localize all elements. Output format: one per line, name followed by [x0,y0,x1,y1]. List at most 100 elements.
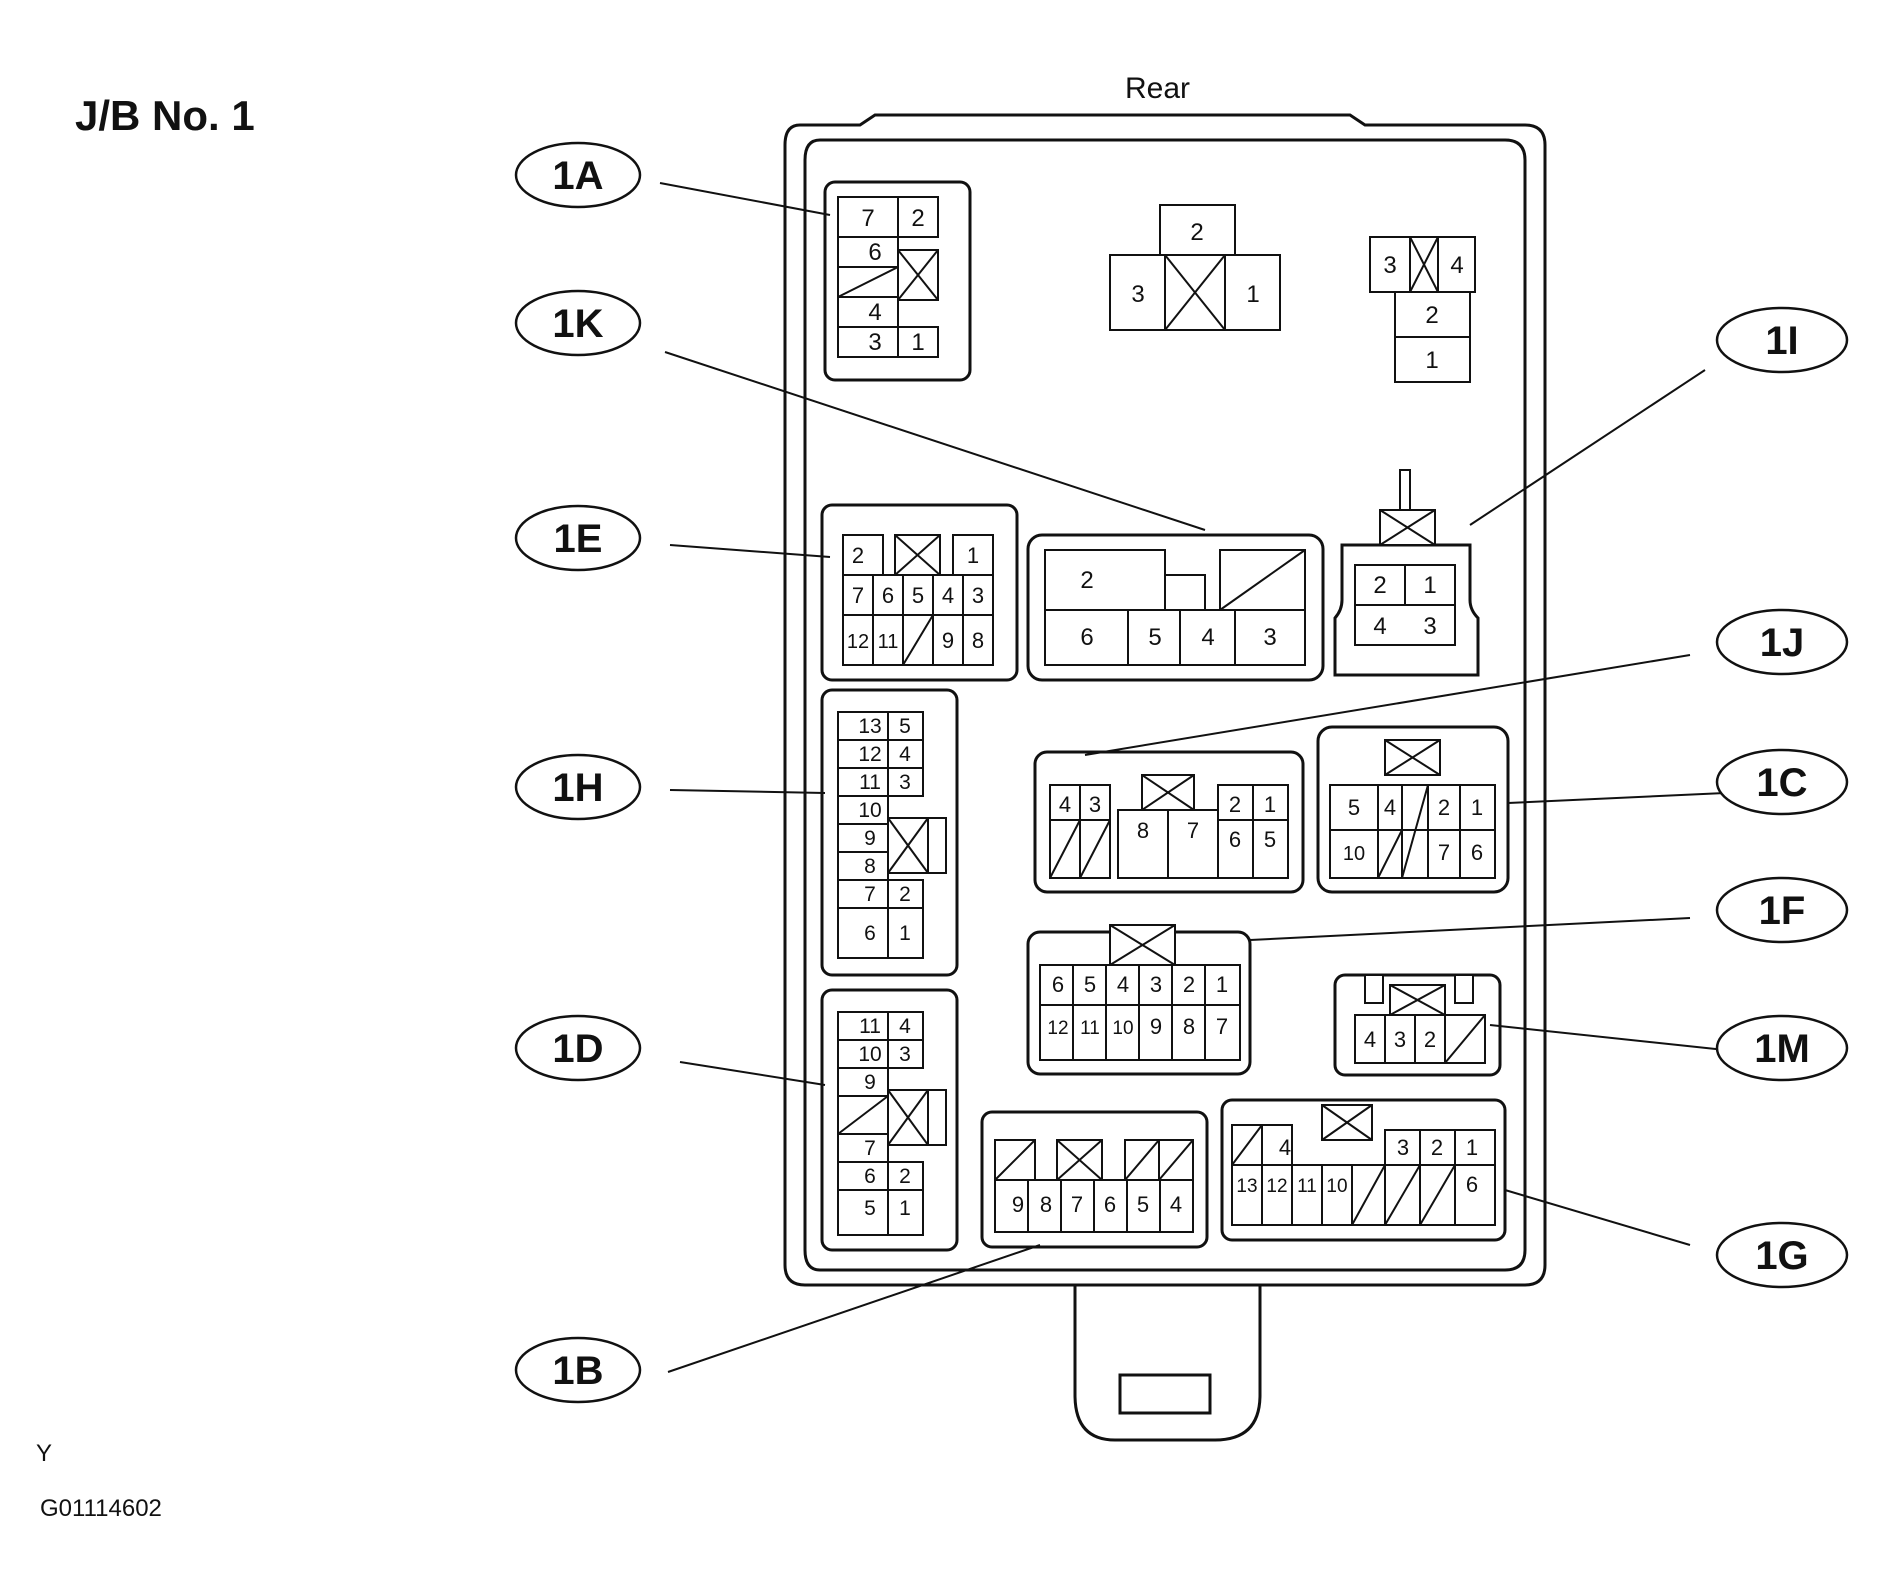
connector-1G: 4 3 2 1 13 12 11 10 6 [1220,1098,1507,1242]
callout-label: 1K [552,302,603,346]
pin-label: 2 [1080,567,1093,594]
connector-1A: 7 2 6 4 3 1 [823,180,972,382]
pin-label: 9 [942,628,954,653]
pin-label: 11 [1080,1018,1100,1039]
pin-label: 2 [911,205,924,232]
pin-label: 6 [1471,840,1483,865]
pin-label: 5 [1148,624,1161,651]
pin-label: 3 [1089,792,1101,817]
callout-1K: 1K [514,289,642,357]
pin-label: 4 [1201,624,1214,651]
bottom-tab [1073,1285,1262,1442]
figure-code: G01114602 [40,1495,162,1522]
callout-label: 1I [1765,319,1798,363]
pin-label: 1 [1471,795,1483,820]
pin-label: 3 [1423,613,1436,640]
connector-1E: 2 1 7 6 5 4 3 12 11 9 8 [820,503,1019,682]
connector-1H: 13 5 12 4 11 3 10 9 8 7 2 6 1 [820,688,959,977]
pin-label: 5 [912,583,924,608]
pin-label: 2 [1229,792,1241,817]
pin-label: 4 [1450,252,1463,279]
pin-label: 13 [858,715,881,738]
pin-label: 4 [1170,1192,1182,1217]
pin-label: 9 [1150,1014,1162,1039]
callout-label: 1J [1760,621,1805,665]
pin-label: 3 [899,771,911,794]
pin-label: 7 [864,1137,876,1160]
pin-label: 6 [1466,1172,1478,1197]
pin-label: 1 [1216,972,1228,997]
pin-label: 1 [1425,347,1438,374]
pin-label: 1 [1246,281,1259,308]
callout-label: 1M [1754,1027,1810,1071]
pin-label: 7 [1187,818,1199,843]
pin-label: 5 [1348,795,1360,820]
pin-label: 4 [868,299,881,326]
pin-label: 10 [1343,843,1365,865]
pin-label: 4 [1059,792,1071,817]
pin-label: 1 [1264,792,1276,817]
callout-1F: 1F [1715,876,1849,944]
leader-lines [659,182,1726,1373]
pin-label: 10 [1112,1018,1133,1039]
junction-block-housing [783,113,1547,1287]
pin-label: 3 [972,583,984,608]
pin-label: 12 [1266,1176,1287,1197]
callout-1M: 1M [1715,1014,1849,1082]
connector-1J: 4 3 2 1 8 7 6 5 [1033,750,1305,894]
diagram-title: J/B No. 1 [75,92,255,139]
callout-1H: 1H [514,753,642,821]
pin-label: 11 [859,1015,881,1038]
pin-label: 2 [852,543,864,568]
pin-label: 2 [1431,1135,1443,1160]
orientation-label: Rear [1125,72,1191,105]
callout-1B: 1B [514,1336,642,1404]
pin-label: 7 [864,883,876,906]
callout-1E: 1E [514,504,642,572]
pin-label: 5 [864,1197,876,1220]
connector-1I: 2 1 4 3 [1333,469,1480,677]
pin-label: 6 [868,239,881,266]
pin-label: 4 [942,583,954,608]
callout-label: 1B [552,1349,603,1393]
pin-label: 1 [1423,572,1436,599]
pin-label: 11 [878,631,899,653]
pin-label: 2 [1438,795,1450,820]
pin-label: 4 [1384,795,1396,820]
pin-label: 3 [1131,281,1144,308]
connector-1D: 11 4 10 3 9 7 2 6 5 1 [820,988,959,1252]
pin-label: 7 [852,583,864,608]
pin-label: 7 [1216,1014,1228,1039]
callout-1D: 1D [514,1014,642,1082]
callout-label: 1A [552,154,603,198]
pin-label: 4 [1373,613,1386,640]
pin-label: 8 [1183,1014,1195,1039]
pin-label: 9 [1012,1192,1024,1217]
pin-label: 4 [899,1015,911,1038]
pin-label: 2 [1190,219,1203,246]
pin-label: 1 [967,543,979,568]
pin-label: 5 [1264,827,1276,852]
pin-label: 3 [1150,972,1162,997]
pin-label: 1 [1466,1135,1478,1160]
pin-label: 10 [858,1043,881,1066]
callout-1A: 1A [514,141,642,209]
pin-label: 13 [1236,1176,1257,1197]
pin-label: 8 [972,628,984,653]
pin-label: 2 [1424,1027,1436,1052]
pin-label: 3 [868,329,881,356]
pin-label: 6 [1080,624,1093,651]
callout-label: 1F [1759,889,1806,933]
pin-label: 7 [1071,1192,1083,1217]
connector-1C: 5 4 2 1 10 7 6 [1316,725,1510,894]
pin-label: 2 [1183,972,1195,997]
pin-label: 11 [859,771,881,794]
connector-1K: 2 6 5 4 3 [1026,533,1325,682]
pin-label: 6 [864,1165,876,1188]
pin-label: 3 [1397,1135,1409,1160]
callout-1J: 1J [1715,608,1849,676]
pin-label: 9 [864,1071,876,1094]
pin-label: 4 [899,743,911,766]
pin-label: 7 [1438,840,1450,865]
pin-label: 1 [899,1197,911,1220]
